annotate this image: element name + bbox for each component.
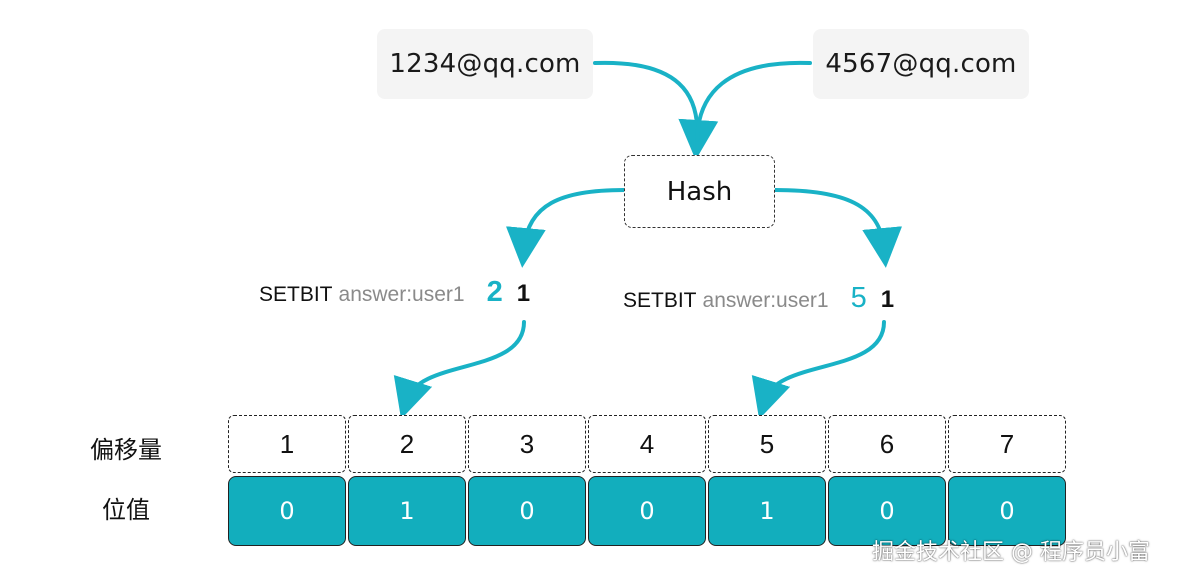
offset-cell: 1 xyxy=(228,415,346,473)
arrow-hash-to-cmd2 xyxy=(773,188,903,268)
offset-cell: 6 xyxy=(828,415,946,473)
command-keyword: SETBIT xyxy=(623,289,697,312)
setbit-command-1: SETBIT answer:user1 2 1 xyxy=(259,276,530,309)
offset-cell: 5 xyxy=(708,415,826,473)
offset-cell: 7 xyxy=(948,415,1066,473)
command-value: 1 xyxy=(880,286,895,313)
arrow-hash-to-cmd1 xyxy=(505,188,626,268)
offset-cell: 2 xyxy=(348,415,466,473)
email-text-1: 1234@qq.com xyxy=(389,49,581,79)
command-key: answer:user1 xyxy=(338,283,465,306)
arrow-cmd1-to-cell2 xyxy=(393,320,526,420)
bit-cell: 0 xyxy=(228,476,346,546)
offset-cell: 4 xyxy=(588,415,706,473)
bit-cell: 1 xyxy=(348,476,466,546)
command-offset: 5 xyxy=(850,282,867,314)
arrow-email2-to-hash xyxy=(695,60,812,142)
email-box-2: 4567@qq.com xyxy=(813,29,1029,99)
bit-cell: 0 xyxy=(588,476,706,546)
command-value: 1 xyxy=(516,280,531,307)
bit-cell: 1 xyxy=(708,476,826,546)
hash-box: Hash xyxy=(624,155,775,228)
bit-cell: 0 xyxy=(468,476,586,546)
arrow-cmd2-to-cell5 xyxy=(751,320,886,420)
bit-row-label: 位值 xyxy=(102,496,150,524)
command-key: answer:user1 xyxy=(702,289,829,312)
email-text-2: 4567@qq.com xyxy=(825,49,1017,79)
arrow-email1-to-hash xyxy=(593,60,719,160)
watermark: 掘金技术社区 @ 程序员小富 xyxy=(872,540,1150,565)
bit-row: 0 1 0 0 1 0 0 xyxy=(228,476,1068,546)
command-keyword: SETBIT xyxy=(259,283,333,306)
offset-cell: 3 xyxy=(468,415,586,473)
hash-label: Hash xyxy=(666,176,733,207)
command-offset: 2 xyxy=(486,276,503,308)
setbit-command-2: SETBIT answer:user1 5 1 xyxy=(623,282,894,315)
bit-cell: 0 xyxy=(948,476,1066,546)
offset-row: 1 2 3 4 5 6 7 xyxy=(228,415,1068,473)
offset-row-label: 偏移量 xyxy=(90,436,162,464)
email-box-1: 1234@qq.com xyxy=(377,29,593,99)
bit-cell: 0 xyxy=(828,476,946,546)
